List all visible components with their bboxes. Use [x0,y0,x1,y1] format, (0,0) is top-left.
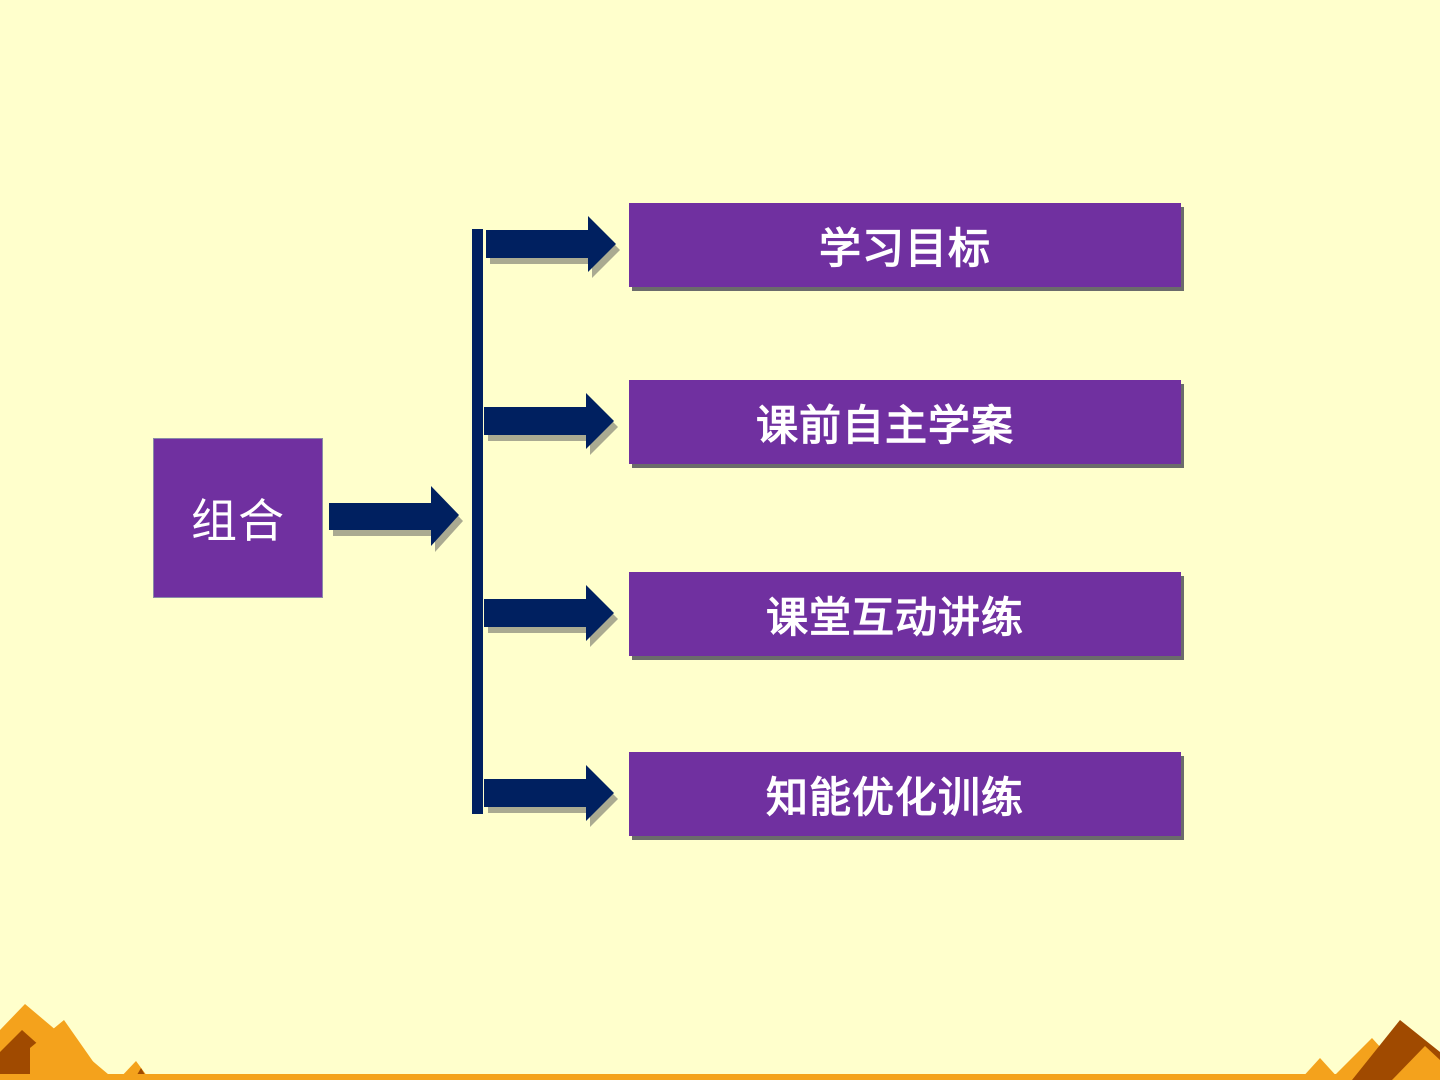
node-box-classroom-interaction: 课堂互动讲练 [629,572,1181,656]
node-label: 知能优化训练 [765,772,1024,822]
triangle-decoration [1300,1020,1440,1080]
node-box-knowledge-training: 知能优化训练 [629,752,1181,836]
arrow-right-icon [329,486,463,552]
arrow-right-icon [484,765,618,827]
node-label: 学习目标 [818,223,991,273]
bracket-line [472,229,483,814]
root-node-label: 组合 [191,494,285,548]
arrow-right-icon [484,393,618,455]
root-node-box: 组合 [153,438,323,598]
node-box-learning-goals: 学习目标 [629,203,1181,287]
triangle-decoration [0,1004,1440,1080]
node-label: 课堂互动讲练 [765,592,1024,642]
arrow-right-icon [486,216,620,278]
node-label: 课前自主学案 [755,400,1014,450]
node-box-pre-class-study: 课前自主学案 [629,380,1181,464]
arrow-right-icon [484,585,618,647]
